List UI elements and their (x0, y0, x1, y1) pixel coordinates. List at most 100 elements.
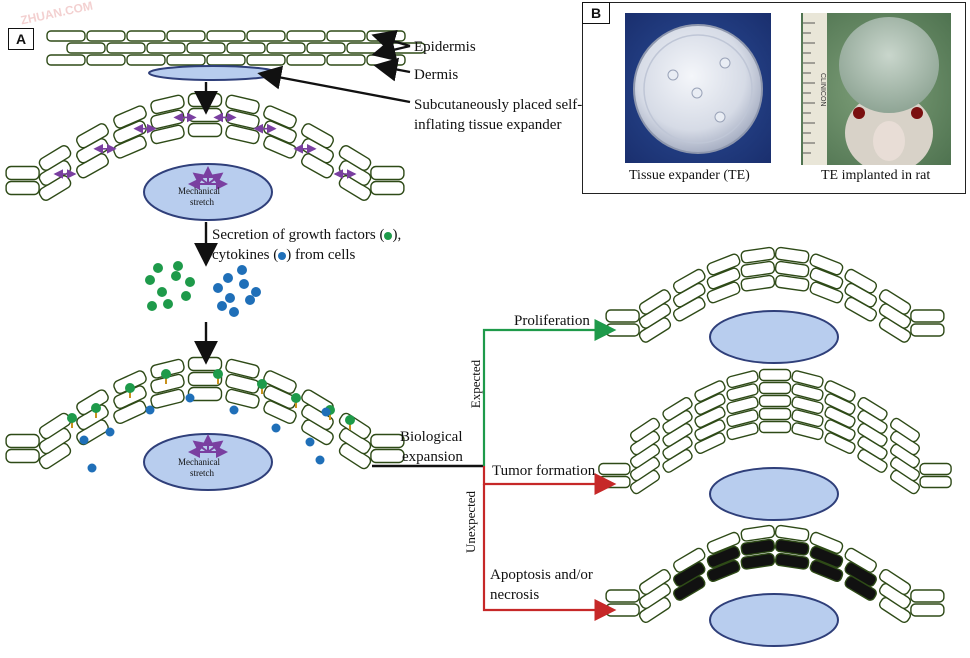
necrosis-cell (844, 547, 877, 573)
tumor-cell (694, 432, 726, 454)
necrosis-cell (673, 547, 706, 573)
proliferation-cell (774, 274, 810, 292)
bound-growth-factor (91, 403, 101, 413)
tumor-cell (824, 393, 856, 415)
tumor-cell (726, 370, 759, 389)
tumor-cell (857, 397, 888, 421)
necrosis-cell (774, 524, 810, 542)
growth-factor-dot (145, 275, 155, 285)
necrosis-cell (740, 552, 776, 570)
apoptosis-label-line2: necrosis (490, 587, 540, 603)
bound-growth-factor (125, 383, 135, 393)
unexpected-label: Unexpected (463, 490, 478, 554)
growth-factor-dot (185, 277, 195, 287)
skin-cell (46, 30, 86, 42)
tumor-cell (889, 417, 921, 443)
mechanical-stretch-label-top-2: stretch (190, 197, 214, 207)
proliferation-cell (605, 309, 640, 323)
bound-growth-factor (257, 379, 267, 389)
epidermis-label: Epidermis (414, 39, 476, 55)
necrosis-cell (809, 531, 844, 554)
tumor-cell (629, 417, 661, 443)
bound-cytokine (315, 455, 325, 465)
necrosis-cell (706, 545, 741, 568)
bound-cytokine (229, 405, 239, 415)
panel-b: B (582, 2, 966, 194)
biological-expansion-line1: Biological (400, 429, 463, 445)
stretched-cell (370, 448, 405, 464)
growth-factor-dot (181, 291, 191, 301)
skin-cell (166, 54, 206, 66)
necrosis-cell (605, 589, 640, 603)
tumor-cell (726, 396, 759, 415)
necrosis-cell (809, 545, 844, 568)
tumor-cell (758, 368, 792, 382)
expected-label: Expected (468, 359, 483, 409)
tumor-cell (919, 475, 952, 489)
skin-cell (86, 54, 126, 66)
cytokine-dot (213, 283, 223, 293)
skin-cell (46, 54, 86, 66)
skin-cell (206, 54, 246, 66)
tumor-cell (824, 406, 856, 428)
skin-cell (166, 30, 206, 42)
stretch-arrow (207, 440, 224, 453)
bound-cytokine (79, 435, 89, 445)
stretched-cell (225, 124, 260, 145)
stretched-cell (263, 370, 297, 395)
skin-cell (326, 30, 366, 42)
stretch-arrow (192, 172, 209, 185)
expected-branch (482, 319, 617, 466)
tumor-cell (694, 419, 726, 441)
tumor-cell (791, 370, 824, 389)
proliferation-cell (706, 253, 741, 276)
growth-factor-dot (157, 287, 167, 297)
proliferation-cell (740, 260, 776, 278)
mechanical-stretch-label-top-1: Mechanical (178, 186, 220, 196)
necrosis-cell (774, 552, 810, 570)
proliferation-cell (910, 323, 945, 337)
necrosis-branch (482, 484, 617, 621)
necrosis-cell (740, 524, 776, 542)
bound-growth-factor (67, 413, 77, 423)
necrosis-cell (638, 569, 672, 595)
biological-expansion-line2: expansion (402, 449, 463, 465)
stretched-cell (301, 123, 334, 149)
proliferation-cell (740, 274, 776, 292)
panel-a-tag: A (8, 28, 34, 50)
stretched-cell (370, 165, 405, 181)
cytokine-dot (239, 279, 249, 289)
secretion-text-d: ) from cells (286, 247, 356, 263)
proliferation-cell (638, 289, 672, 315)
bound-growth-factor (213, 369, 223, 379)
necrosis-cell (706, 531, 741, 554)
dermis-label: Dermis (414, 67, 459, 83)
bound-cytokine (185, 393, 195, 403)
bound-cytokine (271, 423, 281, 433)
skin-cell (266, 42, 306, 54)
skin-cell (326, 54, 366, 66)
tumor-cell (824, 380, 856, 402)
tumor-cell (791, 383, 824, 402)
mechanical-stretch-label-bottom-1: Mechanical (178, 457, 220, 467)
rat-photo: CLINICON (801, 13, 951, 165)
tissue-expander-proliferation (709, 310, 839, 364)
bound-cytokine (321, 407, 331, 417)
necrosis-cell (706, 559, 741, 582)
proliferation-cell (910, 309, 945, 323)
growth-factor-dot (173, 261, 183, 271)
stretched-cell (370, 180, 405, 196)
cytokine-dot (225, 293, 235, 303)
pointer-arrow (373, 57, 411, 82)
tumor-cell (598, 475, 631, 489)
secretion-label-line2: cytokines () from cells (212, 246, 355, 264)
stretched-cell (225, 373, 260, 394)
proliferation-cell (878, 289, 912, 315)
secretion-label-line1: Secretion of growth factors (), (212, 226, 401, 244)
bound-growth-factor (161, 369, 171, 379)
cytokine-dot (251, 287, 261, 297)
tissue-expander-caption: Tissue expander (TE) (629, 168, 750, 183)
skin-cell (246, 30, 286, 42)
skin-cell (126, 54, 166, 66)
